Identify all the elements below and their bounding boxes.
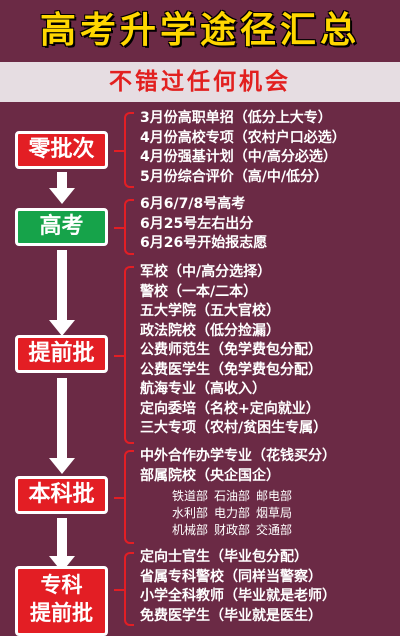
list-item: 省属专科警校（同样当警察） bbox=[140, 568, 322, 585]
brace-undergrad-batch bbox=[114, 450, 134, 544]
ministry-row: 水利部电力部烟草局 bbox=[172, 505, 298, 522]
ministry-name: 水利部 bbox=[172, 506, 209, 520]
label-undergrad-batch: 本科批 bbox=[15, 476, 108, 514]
ministry-row: 机械部财政部交通部 bbox=[172, 522, 298, 539]
label-early-batch: 提前批 bbox=[15, 335, 108, 373]
flow-arrow bbox=[49, 518, 75, 572]
list-item: 3月份高职单招（低分上大专） bbox=[140, 110, 332, 126]
list-item: 三大专项（农村/贫困生专属） bbox=[140, 420, 328, 436]
list-undergrad-batch: 中外合作办学专业（花钱买分） 部属院校（央企国企） bbox=[140, 447, 336, 486]
list-item: 公费医学生（免学费包分配） bbox=[140, 361, 322, 378]
label-line: 专科 bbox=[40, 573, 83, 597]
list-item: 6月6/7/8号高考 bbox=[140, 196, 246, 212]
ministry-name: 烟草局 bbox=[256, 506, 293, 520]
list-gaokao: 6月6/7/8号高考 6月25号左右出分 6月26号开始报志愿 bbox=[140, 195, 267, 254]
list-early-batch: 军校（中/高分选择） 警校（一本/二本） 五大学院（五大官校） 政法院校（低分捡… bbox=[140, 263, 327, 439]
ministry-name: 财政部 bbox=[214, 523, 251, 537]
list-zero-batch: 3月份高职单招（低分上大专） 4月份高校专项（农村户口必选） 4月份强基计划（中… bbox=[140, 109, 346, 187]
ministry-name: 石油部 bbox=[214, 489, 251, 503]
label-college-early-batch: 专科 提前批 bbox=[15, 566, 108, 636]
label-line: 提前批 bbox=[30, 601, 93, 625]
list-item: 免费医学生（毕业就是医生） bbox=[140, 607, 322, 624]
list-item: 五大学院（五大官校） bbox=[140, 303, 280, 319]
flow-arrow bbox=[49, 172, 75, 204]
list-item: 6月25号左右出分 bbox=[140, 215, 254, 232]
list-item: 5月份综合评价（高/中/低分） bbox=[140, 168, 328, 185]
label-zero-batch: 零批次 bbox=[15, 131, 108, 169]
list-item: 定向士官生（毕业包分配） bbox=[140, 549, 308, 565]
brace-early-batch bbox=[114, 266, 134, 444]
ministry-name: 交通部 bbox=[256, 523, 293, 537]
list-item: 公费师范生（免学费包分配） bbox=[140, 342, 322, 358]
ministry-list: 铁道部石油部邮电部 水利部电力部烟草局 机械部财政部交通部 bbox=[172, 488, 298, 539]
list-item: 6月26号开始报志愿 bbox=[140, 235, 268, 251]
list-item: 航海专业（高收入） bbox=[140, 381, 266, 397]
ministry-row: 铁道部石油部邮电部 bbox=[172, 488, 298, 505]
ministry-name: 铁道部 bbox=[172, 489, 209, 503]
ministry-name: 邮电部 bbox=[256, 489, 293, 503]
label-gaokao: 高考 bbox=[15, 208, 108, 246]
list-item: 定向委培（名校+定向就业） bbox=[140, 400, 320, 417]
flow-arrow bbox=[49, 250, 75, 336]
brace-zero-batch bbox=[114, 112, 134, 188]
ministry-name: 电力部 bbox=[214, 506, 251, 520]
list-item: 4月份高校专项（农村户口必选） bbox=[140, 129, 346, 146]
list-item: 中外合作办学专业（花钱买分） bbox=[140, 448, 336, 464]
list-item: 军校（中/高分选择） bbox=[140, 264, 272, 280]
list-college-early-batch: 定向士官生（毕业包分配） 省属专科警校（同样当警察） 小学全科教师（毕业就是老师… bbox=[140, 548, 336, 626]
subtitle-banner: 不错过任何机会 bbox=[0, 62, 400, 102]
list-item: 小学全科教师（毕业就是老师） bbox=[140, 588, 336, 604]
list-item: 警校（一本/二本） bbox=[140, 283, 258, 300]
ministry-name: 机械部 bbox=[172, 523, 209, 537]
list-item: 4月份强基计划（中/高分必选） bbox=[140, 149, 337, 165]
list-item: 部属院校（央企国企） bbox=[140, 467, 280, 484]
page-title: 高考升学途径汇总 bbox=[39, 10, 360, 51]
flow-arrow bbox=[49, 378, 75, 474]
brace-college-early-batch bbox=[114, 552, 134, 626]
brace-gaokao bbox=[114, 199, 134, 255]
list-item: 政法院校（低分捡漏） bbox=[140, 322, 280, 339]
